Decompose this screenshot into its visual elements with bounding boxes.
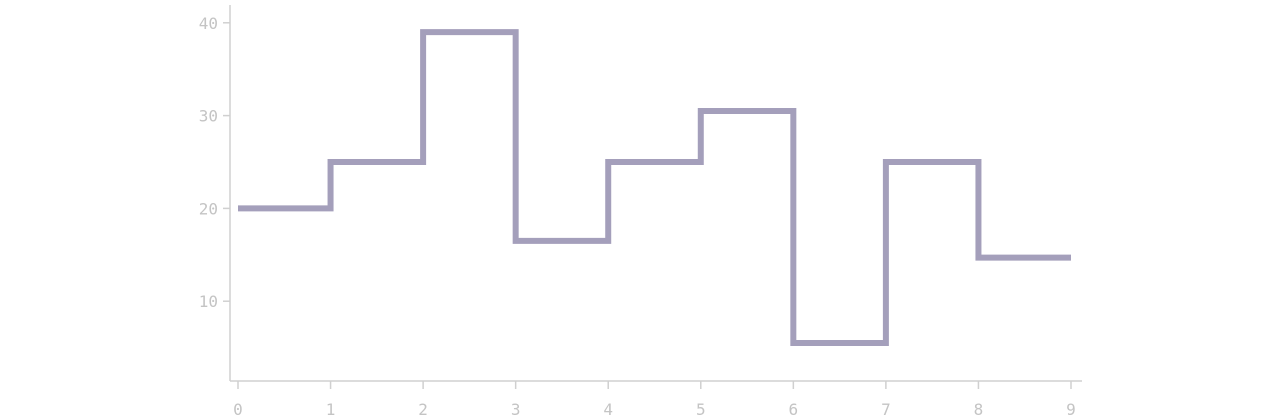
x-tick-label: 6	[789, 400, 799, 418]
x-tick-label: 5	[696, 400, 706, 418]
y-tick-label: 10	[199, 292, 218, 311]
y-axis: 10 20 30 40	[199, 5, 231, 381]
x-tick-label: 3	[511, 400, 521, 418]
x-tick-label: 2	[418, 400, 428, 418]
series-layer	[238, 29, 1071, 346]
y-tick-label: 20	[199, 199, 218, 218]
x-tick-label: 9	[1066, 400, 1076, 418]
y-tick-label: 40	[199, 14, 218, 33]
step-series-line	[238, 29, 1071, 346]
x-tick-label: 1	[326, 400, 336, 418]
x-tick-label: 0	[233, 400, 243, 418]
x-tick-label: 7	[881, 400, 891, 418]
y-tick-label: 30	[199, 107, 218, 126]
x-tick-label: 4	[603, 400, 613, 418]
x-axis: 0 1 2 3 4 5 6 7 8 9	[230, 380, 1082, 418]
x-tick-label: 8	[974, 400, 984, 418]
